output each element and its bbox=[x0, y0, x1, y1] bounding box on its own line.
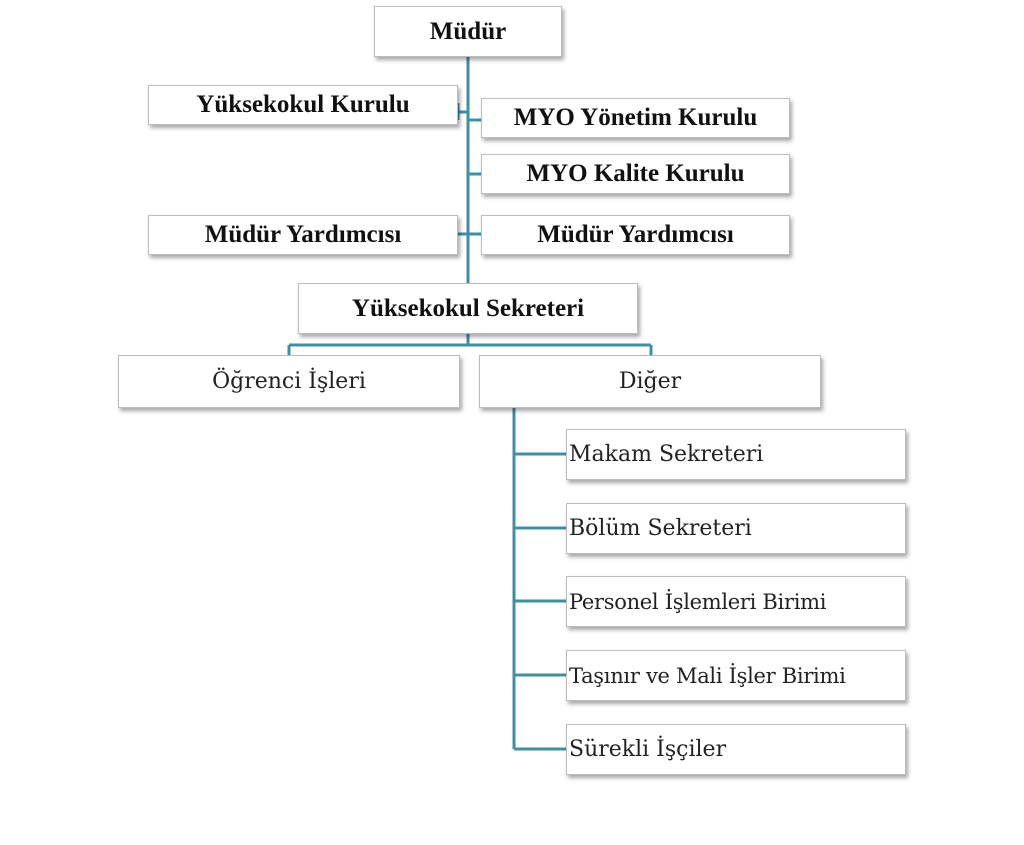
node-other-child-4: Taşınır ve Mali İşler Birimi bbox=[566, 650, 906, 701]
node-management-board-label: MYO Yönetim Kurulu bbox=[513, 104, 758, 131]
node-other-child-3: Personel İşlemleri Birimi bbox=[566, 576, 906, 627]
node-director: Müdür bbox=[374, 6, 562, 57]
node-other-child-1: Makam Sekreteri bbox=[566, 429, 906, 480]
node-quality-board-label: MYO Kalite Kurulu bbox=[526, 160, 745, 187]
node-other-child-2-label: Bölüm Sekreteri bbox=[569, 516, 752, 541]
node-school-board-label: Yüksekokul Kurulu bbox=[196, 91, 410, 118]
node-other-child-5-label: Sürekli İşçiler bbox=[569, 737, 727, 762]
node-other: Diğer bbox=[479, 355, 821, 408]
node-deputy-right-label: Müdür Yardımcısı bbox=[537, 221, 734, 248]
node-student-affairs-label: Öğrenci İşleri bbox=[212, 369, 366, 394]
node-other-child-3-label: Personel İşlemleri Birimi bbox=[569, 589, 827, 614]
node-student-affairs: Öğrenci İşleri bbox=[118, 355, 460, 408]
node-other-child-4-label: Taşınır ve Mali İşler Birimi bbox=[569, 663, 846, 688]
node-quality-board: MYO Kalite Kurulu bbox=[481, 154, 790, 194]
node-deputy-left-label: Müdür Yardımcısı bbox=[204, 221, 402, 248]
node-other-label: Diğer bbox=[618, 369, 682, 394]
node-secretary: Yüksekokul Sekreteri bbox=[298, 283, 638, 334]
node-school-board: Yüksekokul Kurulu bbox=[148, 85, 458, 125]
node-management-board: MYO Yönetim Kurulu bbox=[481, 98, 790, 138]
node-secretary-label: Yüksekokul Sekreteri bbox=[351, 294, 585, 322]
node-other-child-5: Sürekli İşçiler bbox=[566, 724, 906, 775]
node-other-child-1-label: Makam Sekreteri bbox=[569, 442, 764, 467]
node-deputy-right: Müdür Yardımcısı bbox=[481, 215, 790, 255]
node-deputy-left: Müdür Yardımcısı bbox=[148, 215, 458, 255]
node-other-child-2: Bölüm Sekreteri bbox=[566, 503, 906, 554]
node-director-label: Müdür bbox=[429, 17, 507, 45]
